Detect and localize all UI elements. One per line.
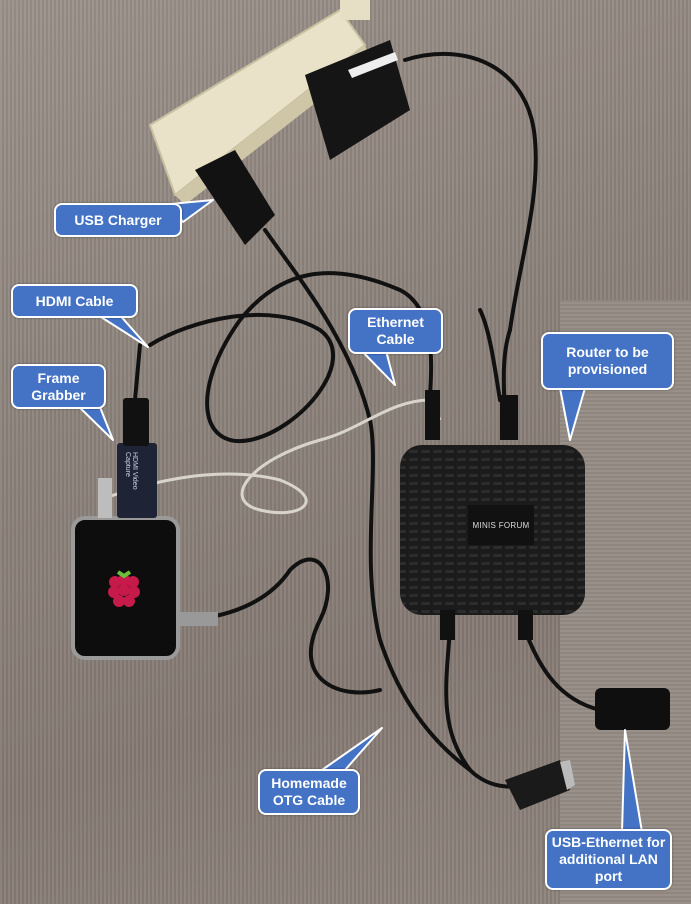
tail-otg bbox=[321, 727, 383, 771]
tail-router bbox=[559, 387, 586, 441]
callout-usb-charger: USB Charger bbox=[54, 203, 182, 237]
callout-ethernet-cable: Ethernet Cable bbox=[348, 308, 443, 354]
callout-otg-cable: Homemade OTG Cable bbox=[258, 769, 360, 815]
tail-usb-ethernet bbox=[621, 729, 643, 833]
router-brand-label: MINIS FORUM bbox=[468, 505, 534, 545]
power-adapter bbox=[305, 40, 410, 160]
cables bbox=[133, 51, 602, 789]
ethernet-cable bbox=[99, 398, 442, 515]
otg-connector bbox=[505, 760, 575, 810]
callout-frame-grabber: Frame Grabber bbox=[11, 364, 106, 409]
raspberry-logo bbox=[108, 570, 140, 607]
usb-charger bbox=[195, 150, 275, 245]
callout-hdmi-cable: HDMI Cable bbox=[11, 284, 138, 318]
usb-ethernet-adapter bbox=[595, 688, 670, 730]
callout-router: Router to be provisioned bbox=[541, 332, 674, 390]
callout-usb-ethernet: USB-Ethernet for additional LAN port bbox=[545, 829, 672, 890]
grabber-label: HDMI Video Capture bbox=[124, 452, 138, 490]
frame-grabber bbox=[98, 398, 157, 518]
